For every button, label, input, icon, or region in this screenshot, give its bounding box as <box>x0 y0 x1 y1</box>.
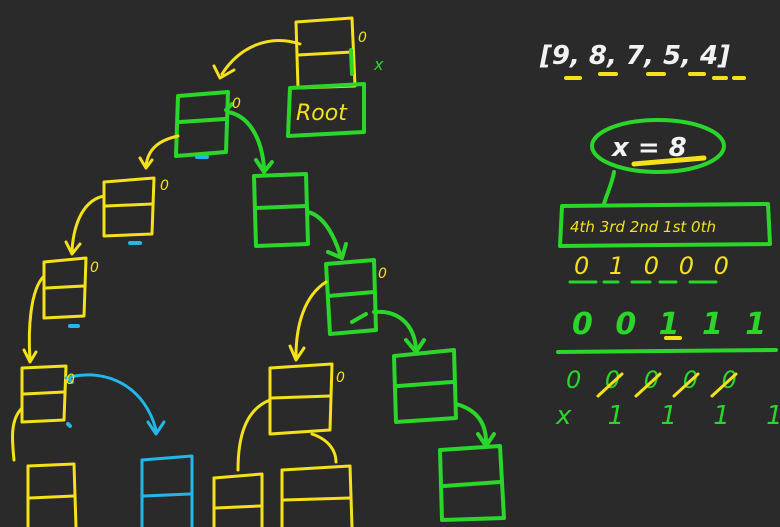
zero-mark: 0 <box>160 178 169 194</box>
edge-level1-to-level2-left <box>138 134 180 170</box>
zero-mark: 0 <box>358 30 367 46</box>
trie-root-node <box>294 16 357 90</box>
target-ellipse <box>590 118 726 174</box>
trie-node-level5-a <box>26 462 78 527</box>
edge-level4a-to-level5-cyan <box>64 373 166 436</box>
root-label: Root <box>296 101 348 126</box>
target-label: x = 8 <box>610 133 687 163</box>
bit-header-box <box>558 202 772 248</box>
edge-level2-left-to-level3 <box>64 194 106 256</box>
trie-node-level5-b-cyan <box>140 454 194 527</box>
edge-level3-right-to-level4-left <box>288 280 328 362</box>
edge-level4a-to-level5-a <box>10 406 24 462</box>
edge-level3-left-to-level4 <box>22 274 46 364</box>
trie-node-level4-a <box>20 364 68 424</box>
array-label: [9, 8, 7, 5, 4] <box>539 41 730 71</box>
trie-node-level5-c <box>212 472 264 527</box>
target-connector <box>602 170 616 206</box>
bits-row-3-strikes <box>596 372 738 398</box>
zero-mark: 0 <box>66 372 75 388</box>
cyan-underline-marks <box>66 155 209 428</box>
divider-line <box>556 348 778 354</box>
zero-mark: 0 <box>378 266 387 282</box>
zero-mark: 0 <box>232 96 241 112</box>
edge-level3-right-to-level4-right <box>372 309 426 354</box>
trie-node-level2-right <box>252 172 310 248</box>
edge-root-to-level1 <box>212 39 302 80</box>
trie-node-level4-c <box>392 348 458 424</box>
trie-node-level2-left <box>102 176 156 238</box>
trie-node-level5-e <box>438 444 506 522</box>
bit-header-label: 4th 3rd 2nd 1st 0th <box>570 218 716 236</box>
green-check-marks <box>224 102 368 324</box>
bits-row-4: x 1 1 1 1 <box>555 401 780 431</box>
bits-row-1: 0 1 0 0 0 <box>574 252 735 280</box>
trie-node-level4-b <box>268 362 334 436</box>
edge-level2-right-to-level3 <box>306 210 348 260</box>
edge-level4b-to-level5 <box>236 398 338 472</box>
trie-node-level1 <box>174 90 230 158</box>
zero-mark: 0 <box>336 370 345 386</box>
cross-mark: x <box>373 55 384 74</box>
trie-node-level3-left <box>42 256 88 320</box>
edge-level1-to-level2-right <box>226 110 274 174</box>
root-label-box <box>286 82 366 138</box>
trie-node-level5-d <box>280 464 354 527</box>
zero-mark: 0 <box>90 260 99 276</box>
trie-node-level3-right <box>324 258 378 336</box>
root-node-green-mark <box>349 48 354 76</box>
array-underline-marks <box>564 72 746 80</box>
edge-level4c-to-level5 <box>454 402 496 448</box>
target-underline <box>631 155 707 167</box>
